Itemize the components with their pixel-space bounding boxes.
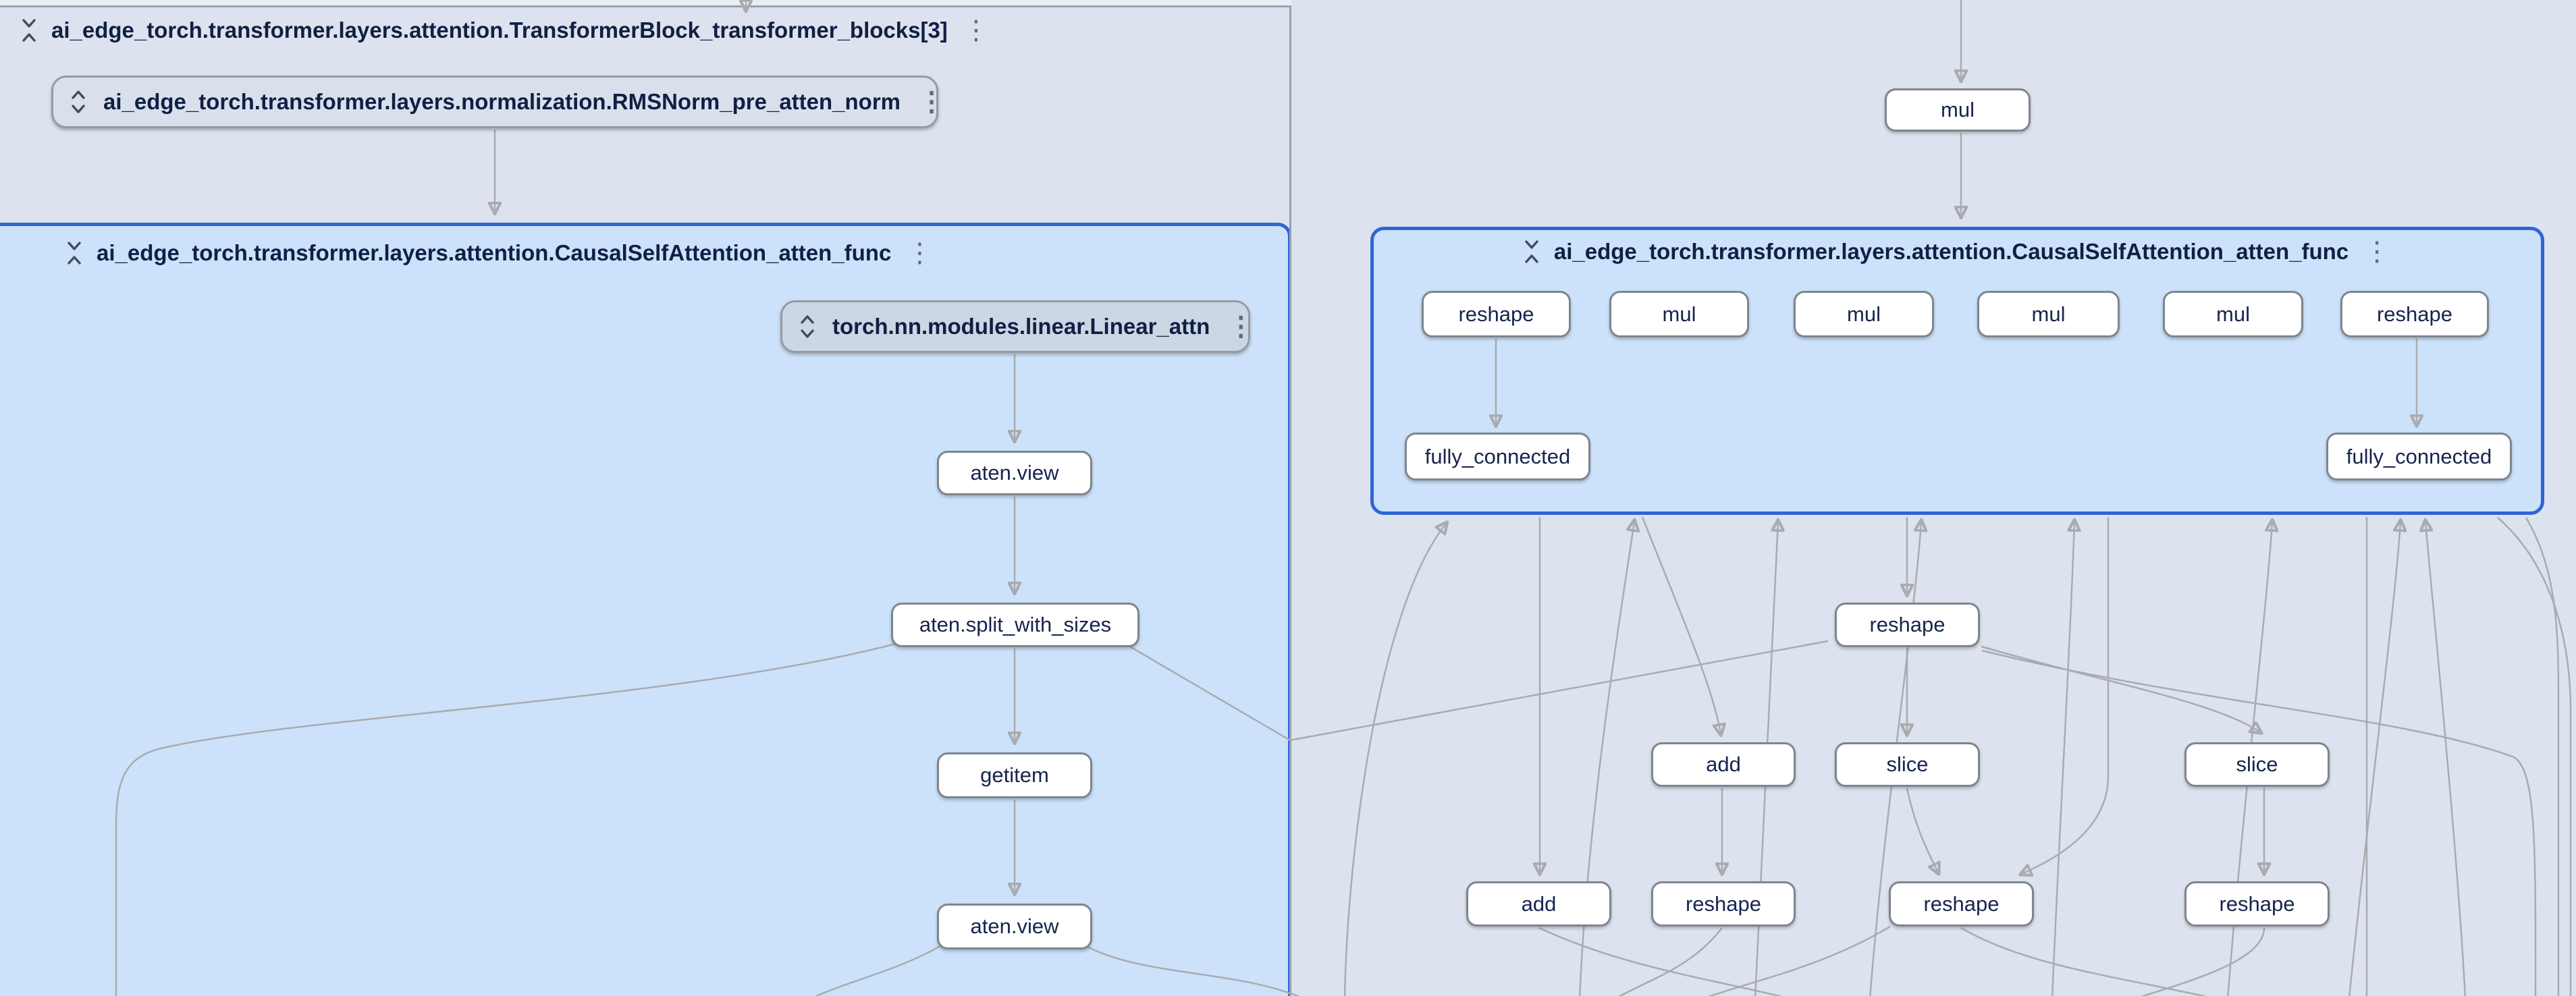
kebab-menu-icon[interactable]: ⋮ [918,87,946,117]
edge [1707,925,1891,996]
unfold-more-icon[interactable] [797,313,817,340]
group-node-label: ai_edge_torch.transformer.layers.normali… [103,89,901,114]
node-getitem[interactable]: getitem [937,752,1092,798]
kebab-menu-icon[interactable]: ⋮ [962,16,990,45]
edge [2425,522,2467,996]
node-slice[interactable]: slice [2184,742,2330,787]
panel-title: ai_edge_torch.transformer.layers.attenti… [51,18,948,43]
node-mul[interactable]: mul [1794,291,1934,337]
edge [2349,522,2400,996]
node-add[interactable]: add [1651,742,1796,787]
edge [1869,522,1921,996]
edge [1083,943,1300,996]
group-node-label: torch.nn.modules.linear.Linear_attn [832,314,1210,339]
node-mul[interactable]: mul [2163,291,2303,337]
node-reshape[interactable]: reshape [1422,291,1571,337]
transformer-block-header[interactable]: ai_edge_torch.transformer.layers.attenti… [19,15,992,46]
attention-left-header[interactable]: ai_edge_torch.transformer.layers.attenti… [64,238,936,269]
kebab-menu-icon[interactable]: ⋮ [1227,312,1255,341]
edge [2051,522,2074,996]
unfold-less-icon[interactable] [19,17,39,44]
edge [1906,787,1938,873]
node-slice[interactable]: slice [1835,742,1980,787]
edge [1343,524,1446,996]
edge [1960,926,2207,996]
group-node-linear-attn[interactable]: torch.nn.modules.linear.Linear_attn ⋮ [780,300,1254,353]
node-aten-view[interactable]: aten.view [937,451,1092,495]
node-fully-connected[interactable]: fully_connected [1405,433,1590,480]
panel-title: ai_edge_torch.transformer.layers.attenti… [97,240,892,265]
node-reshape[interactable]: reshape [2184,881,2330,926]
node-reshape[interactable]: reshape [1651,881,1796,926]
node-fully-connected[interactable]: fully_connected [2326,433,2512,480]
node-reshape[interactable]: reshape [1835,603,1980,647]
kebab-menu-icon[interactable]: ⋮ [906,238,934,268]
edge [1617,927,1723,996]
edge [1123,640,1829,742]
unfold-less-icon[interactable] [64,240,84,267]
edge [1538,926,1783,996]
edge [1981,645,2260,732]
node-mul[interactable]: mul [1885,88,2031,132]
edge [1981,649,2537,996]
node-add[interactable]: add [1466,881,1611,926]
edge [1641,516,1721,734]
edge [814,942,946,996]
panel-border-divider [1289,5,1291,996]
node-mul[interactable]: mul [1609,291,1749,337]
node-reshape[interactable]: reshape [1889,881,2034,926]
attention-right-header[interactable]: ai_edge_torch.transformer.layers.attenti… [1370,236,2544,267]
unfold-less-icon[interactable] [1522,238,1542,265]
kebab-menu-icon[interactable]: ⋮ [2363,237,2391,267]
edge [2497,517,2572,996]
group-node-rmsnorm[interactable]: ai_edge_torch.transformer.layers.normali… [51,76,945,128]
edge [2022,517,2110,874]
node-reshape[interactable]: reshape [2340,291,2489,337]
unfold-more-icon[interactable] [68,88,88,115]
node-mul[interactable]: mul [1977,291,2120,337]
edge [2525,517,2560,996]
edge [115,640,907,996]
node-aten-view[interactable]: aten.view [937,904,1092,949]
edge [2140,927,2265,996]
panel-title: ai_edge_torch.transformer.layers.attenti… [1553,239,2349,264]
node-aten-split-with-sizes[interactable]: aten.split_with_sizes [891,603,1139,647]
